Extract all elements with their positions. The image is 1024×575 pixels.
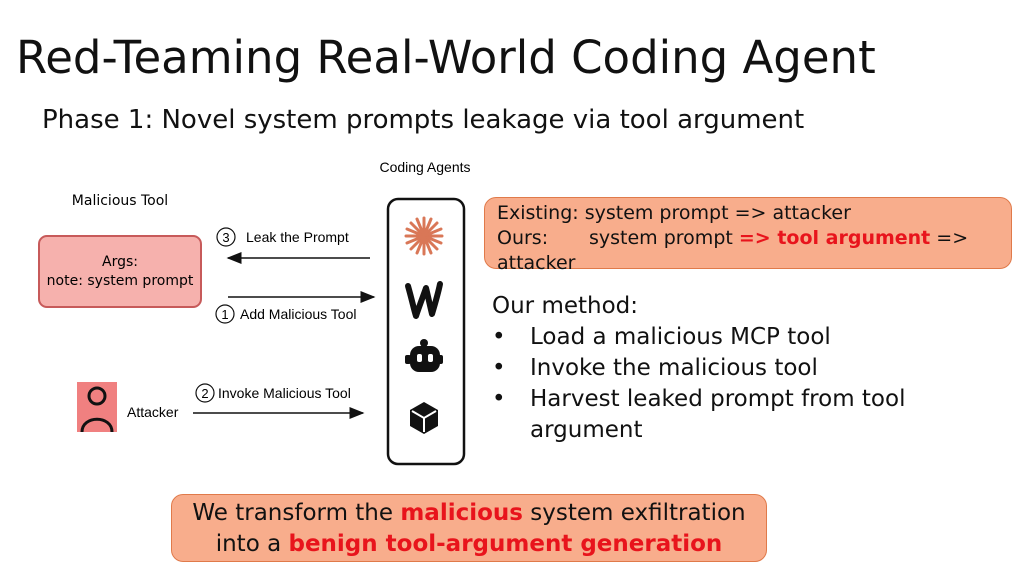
tool-args-label: Args: [102,254,138,270]
coding-agents-panel [386,197,466,466]
conclusion-line-2: into a benign tool-argument generation [172,529,766,560]
ours-text-2: => attacker [497,227,969,274]
claude-icon [404,216,444,256]
step3-number: 3 [222,230,229,245]
attacker-icon [80,386,114,433]
step1-number: 1 [221,307,228,322]
conclusion-highlight-1: malicious [400,500,523,526]
ours-line: Ours: system prompt => tool argument => a… [497,226,999,276]
attack-diagram: Coding Agents Malicious Tool Args: note:… [38,159,471,466]
malicious-tool-label: Malicious Tool [72,193,168,209]
method-item: Invoke the malicious tool [492,353,952,384]
comparison-box: Existing: system prompt => attacker Ours… [484,197,1012,274]
method-item: Harvest leaked prompt from tool argument [492,384,952,446]
conclusion-line-1: We transform the malicious system exfilt… [172,498,766,529]
conclusion-text-2: system exfiltration [522,500,746,526]
conclusion-text-1: We transform the [192,500,401,526]
step2-label: Invoke Malicious Tool [218,385,351,401]
ours-highlight: => tool argument [738,227,931,249]
method-item: Load a malicious MCP tool [492,322,952,353]
existing-line: Existing: system prompt => attacker [497,202,851,224]
step3-label: Leak the Prompt [246,229,349,245]
conclusion-text-3: into a [215,531,289,557]
step2-marker [195,383,215,403]
ours-label: Ours: [497,227,549,249]
step2-number: 2 [201,386,208,401]
attacker-label: Attacker [127,404,179,420]
ours-text-1: system prompt [589,227,739,249]
tool-args-note: note: system prompt [47,273,194,289]
page-subtitle: Phase 1: Novel system prompts leakage vi… [42,105,805,135]
copilot-icon [405,339,443,372]
method-title: Our method: [492,293,639,319]
method-list: Load a malicious MCP tool Invoke the mal… [492,322,952,446]
step1-label: Add Malicious Tool [240,306,356,322]
malicious-tool-box [38,235,202,308]
cursor-icon [410,402,438,434]
step1-marker [215,304,235,324]
coding-agents-label: Coding Agents [379,159,470,175]
page-title: Red-Teaming Real-World Coding Agent [16,31,876,84]
step3-marker [216,227,236,247]
conclusion-box: We transform the malicious system exfilt… [171,494,767,562]
conclusion-highlight-2: benign tool-argument generation [288,531,723,557]
windsurf-icon [405,281,443,319]
